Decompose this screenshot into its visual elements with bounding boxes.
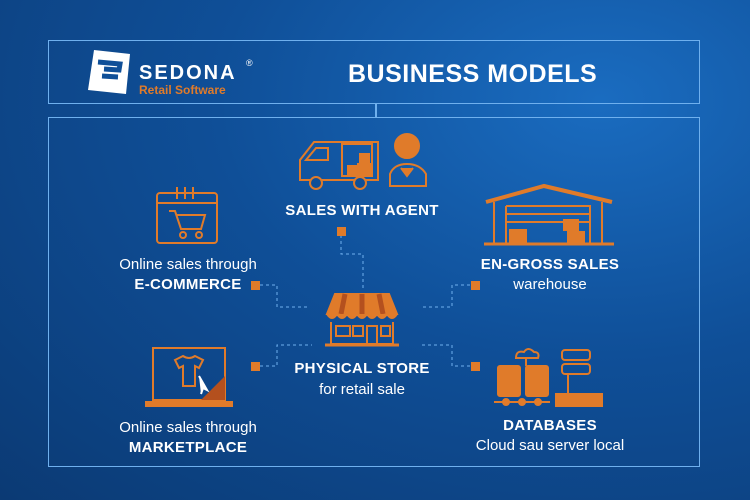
ecommerce-line2: E-COMMERCE	[134, 276, 242, 293]
header-box	[48, 40, 700, 104]
brand-name: SEDONA	[139, 62, 237, 84]
connector-node	[471, 362, 480, 371]
page-title: BUSINESS MODELS	[348, 60, 598, 88]
databases-line2: Cloud sau server local	[475, 437, 625, 454]
connector-node	[251, 362, 260, 371]
marketplace-line2: MARKETPLACE	[128, 439, 248, 456]
registered-mark: ®	[246, 58, 253, 68]
agent-title: SALES WITH AGENT	[285, 202, 439, 219]
marketplace-line1: Online sales through	[119, 419, 257, 436]
connector-node	[471, 281, 480, 290]
engross-line2: warehouse	[513, 276, 587, 293]
sedona-logo-icon	[88, 50, 130, 94]
warehouse-icon	[484, 183, 614, 246]
ecommerce-cart-icon	[156, 187, 218, 244]
ecommerce-line1: Online sales through	[119, 256, 257, 273]
store-line2: for retail sale	[319, 381, 405, 398]
databases-line1: DATABASES	[503, 417, 597, 434]
delivery-van-agent-icon	[299, 133, 427, 190]
connector-node	[251, 281, 260, 290]
marketplace-laptop-icon	[145, 347, 233, 407]
main-box	[48, 117, 700, 467]
engross-line1: EN-GROSS SALES	[480, 256, 620, 273]
store-front-icon	[325, 293, 399, 347]
store-line1: PHYSICAL STORE	[294, 360, 430, 377]
connector	[375, 104, 377, 117]
database-servers-icon	[494, 348, 603, 407]
connector-node	[337, 227, 346, 236]
brand-tagline: Retail Software	[139, 83, 226, 97]
